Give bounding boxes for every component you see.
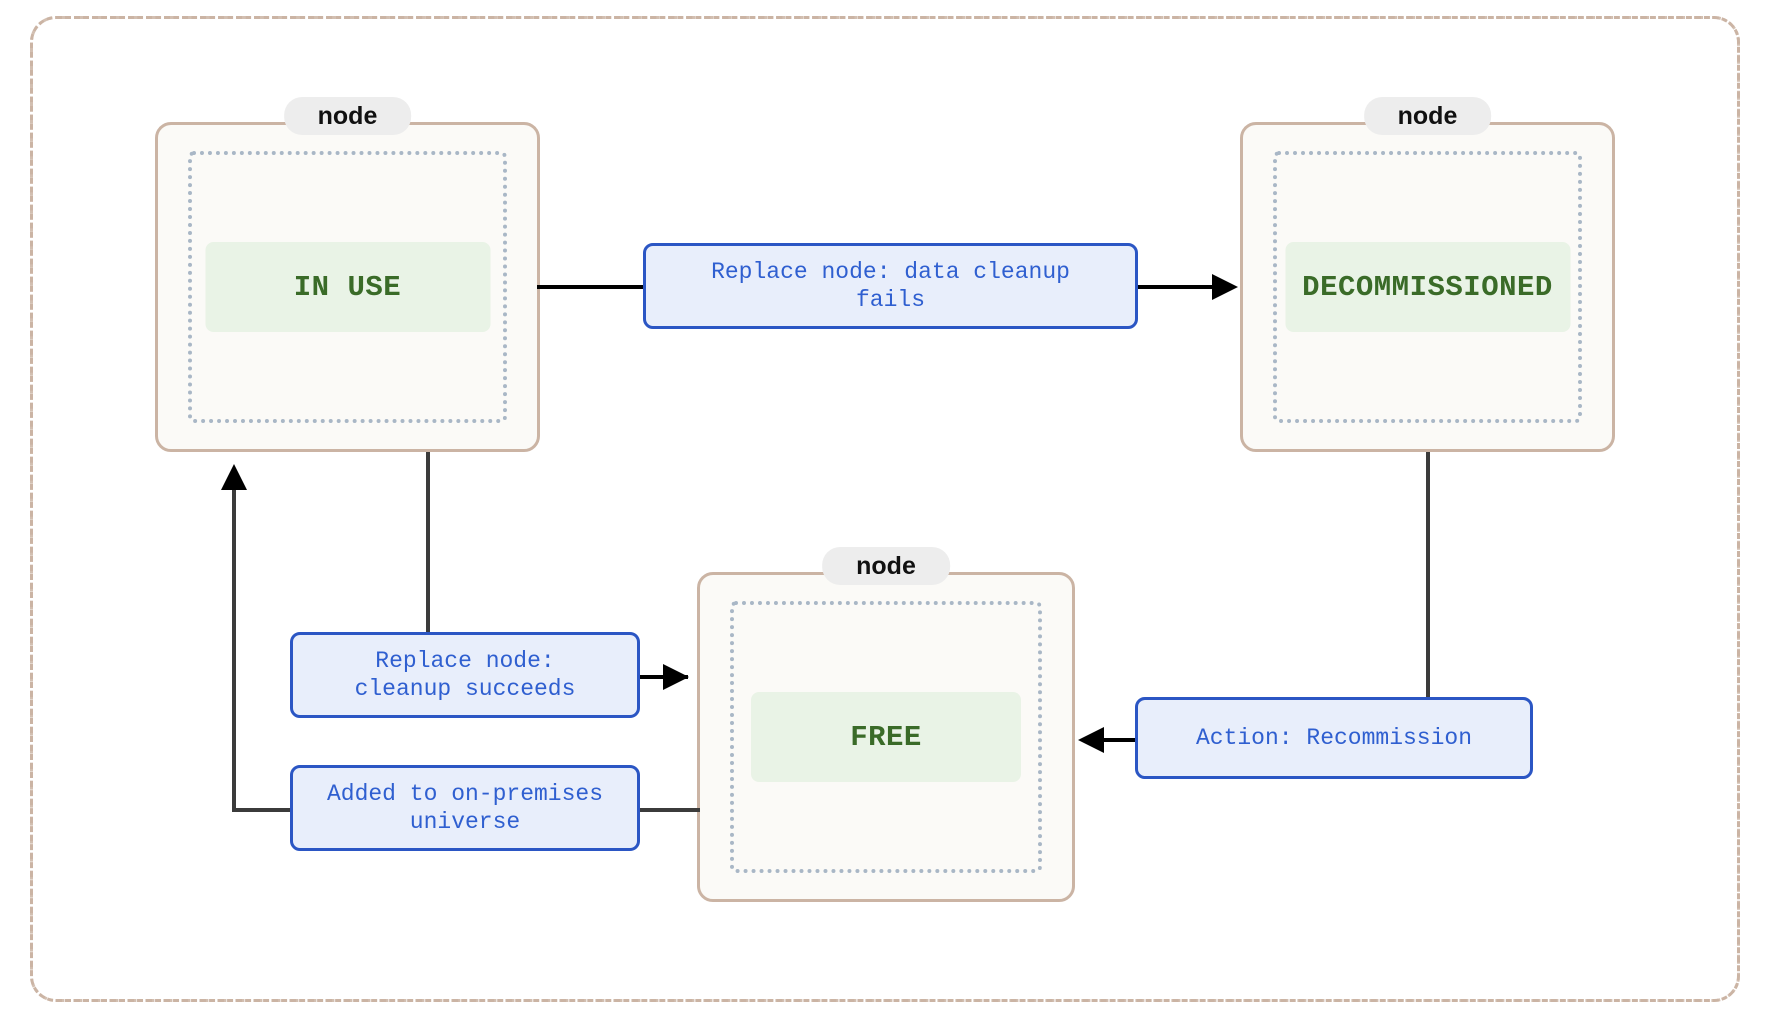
- connector-free-to-in-use-left: [232, 808, 292, 812]
- inner-dotted-border-free: [730, 601, 1042, 873]
- connector-in-use-to-free-vertical: [426, 452, 430, 632]
- composite-title-chip-free: node: [822, 547, 950, 586]
- diagram-outer-frame: [30, 16, 1740, 1002]
- edge-label-added-to-on-premises-universe[interactable]: Added to on-premises universe: [290, 765, 640, 851]
- composite-title-chip-in-use: node: [283, 97, 412, 136]
- composite-title-chip-decommissioned: node: [1363, 97, 1492, 136]
- composite-node-in-use[interactable]: node IN USE: [155, 97, 540, 452]
- edge-label-action-recommission[interactable]: Action: Recommission: [1135, 697, 1533, 779]
- connector-decommissioned-to-free-vertical: [1426, 452, 1430, 697]
- connector-decommissioned-to-free-stem: [1098, 738, 1138, 742]
- edge-label-replace-node-cleanup-succeeds[interactable]: Replace node: cleanup succeeds: [290, 632, 640, 718]
- connector-in-use-to-decommissioned-right: [1135, 285, 1215, 289]
- connector-free-to-in-use-right: [640, 808, 700, 812]
- arrowhead-to-decommissioned: [1212, 274, 1238, 300]
- inner-dotted-border-in-use: [188, 151, 507, 423]
- connector-free-to-in-use-vertical: [232, 488, 236, 810]
- composite-node-free[interactable]: node FREE: [697, 547, 1075, 902]
- composite-node-decommissioned[interactable]: node DECOMMISSIONED: [1240, 97, 1615, 452]
- arrowhead-to-free-from-in-use: [663, 664, 689, 690]
- state-pill-in-use[interactable]: IN USE: [205, 242, 490, 332]
- state-pill-free[interactable]: FREE: [751, 692, 1021, 782]
- connector-in-use-to-decommissioned-left: [537, 285, 647, 289]
- arrowhead-to-free-from-decommissioned: [1078, 727, 1104, 753]
- inner-dotted-border-decommissioned: [1273, 151, 1582, 423]
- edge-label-replace-node-data-cleanup-fails[interactable]: Replace node: data cleanup fails: [643, 243, 1138, 329]
- arrowhead-to-in-use: [221, 464, 247, 490]
- state-pill-decommissioned[interactable]: DECOMMISSIONED: [1285, 242, 1570, 332]
